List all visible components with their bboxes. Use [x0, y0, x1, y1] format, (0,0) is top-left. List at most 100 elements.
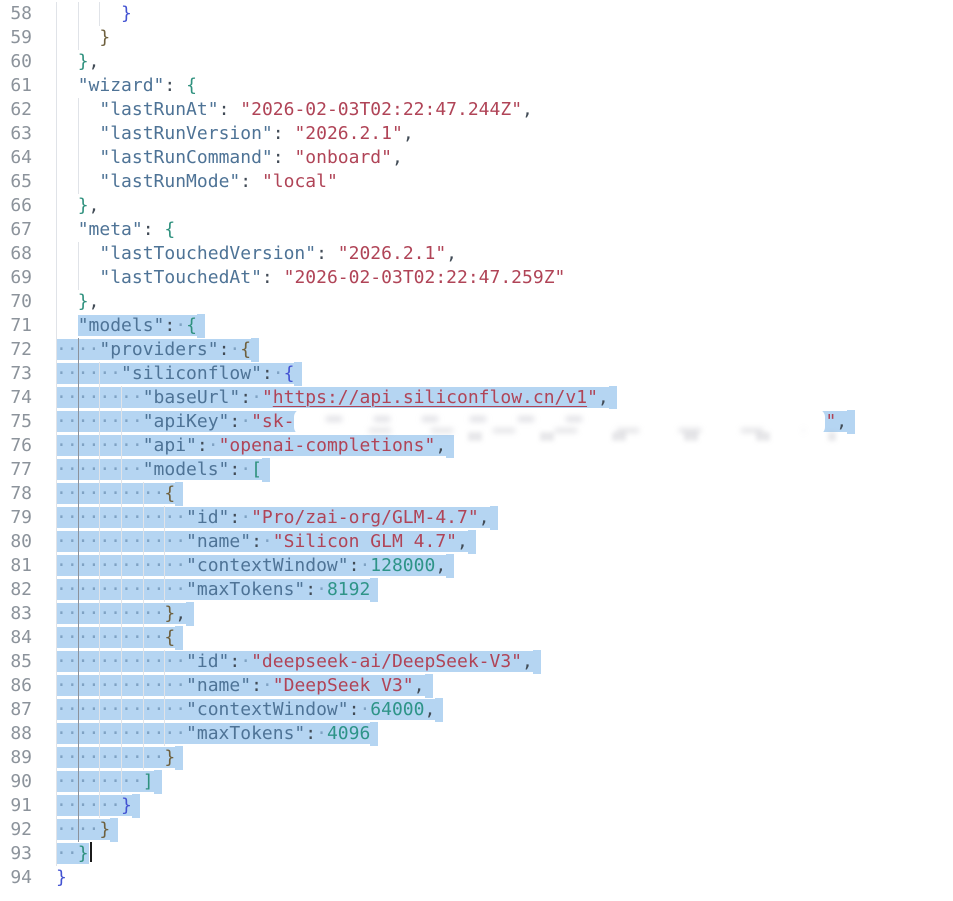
- code-line[interactable]: 81············"contextWindow":·128000,: [0, 554, 953, 578]
- code-line[interactable]: 77········"models":·[: [0, 458, 953, 482]
- code-line[interactable]: 72····"providers":·{: [0, 338, 953, 362]
- code-text[interactable]: },: [56, 194, 953, 218]
- code-text[interactable]: ············"id":·"deepseek-ai/DeepSeek-…: [56, 650, 953, 674]
- code-line[interactable]: 70 },: [0, 290, 953, 314]
- code-line[interactable]: 86 ············"name":·"DeepSeek V3",: [0, 674, 953, 698]
- code-line[interactable]: 76········"api":·"openai-completions",: [0, 432, 953, 458]
- selection-newline-pad: [175, 626, 184, 650]
- code-line[interactable]: 90········]: [0, 770, 953, 794]
- code-text[interactable]: ············"contextWindow":·128000,: [56, 554, 953, 578]
- code-text[interactable]: ··········{: [56, 626, 953, 650]
- code-line[interactable]: 64 "lastRunCommand": "onboard",: [0, 146, 953, 170]
- code-text[interactable]: "wizard": {: [56, 74, 953, 98]
- code-line[interactable]: 92····}: [0, 818, 953, 842]
- code-text[interactable]: ········"api":·"openai-completions",: [56, 432, 953, 458]
- code-line[interactable]: 59 }: [0, 26, 953, 50]
- code-text[interactable]: ··········},: [56, 602, 953, 626]
- code-line[interactable]: 62 "lastRunAt": "2026-02-03T02:22:47.244…: [0, 98, 953, 122]
- code-line[interactable]: 65 "lastRunMode": "local": [0, 170, 953, 194]
- code-line[interactable]: 74 ········"baseUrl":·"https://api.silico…: [0, 386, 953, 410]
- bracket: }: [99, 27, 111, 48]
- code-text[interactable]: ········"apiKey":·"sk-",: [56, 409, 953, 435]
- code-line[interactable]: 63 "lastRunVersion": "2026.2.1",: [0, 122, 953, 146]
- whitespace: ·: [207, 435, 219, 456]
- json-string-value: "Pro/zai-org/GLM-4.7": [251, 507, 479, 528]
- line-number: 80: [10, 531, 32, 552]
- line-number: 66: [10, 195, 32, 216]
- code-text[interactable]: "lastRunCommand": "onboard",: [56, 146, 953, 170]
- code-text[interactable]: ··········{: [56, 482, 953, 506]
- code-text[interactable]: }: [56, 2, 953, 26]
- code-text[interactable]: "lastTouchedVersion": "2026.2.1",: [56, 242, 953, 266]
- code-text[interactable]: ····}: [56, 818, 953, 842]
- code-line[interactable]: 83··········},: [0, 602, 953, 626]
- code-text[interactable]: }: [56, 26, 953, 50]
- code-line[interactable]: 75········"apiKey":·"sk-",: [0, 409, 953, 435]
- code-text[interactable]: "lastRunVersion": "2026.2.1",: [56, 122, 953, 146]
- line-content: "apiKey":·"sk-",: [142, 409, 848, 435]
- json-string-value: "2026-02-03T02:22:47.259Z": [283, 267, 566, 288]
- code-text[interactable]: },: [56, 50, 953, 74]
- code-line[interactable]: 60 },: [0, 50, 953, 74]
- code-line[interactable]: 58 }: [0, 2, 953, 26]
- code-text[interactable]: ············"contextWindow":·64000,: [56, 698, 953, 722]
- code-line[interactable]: 80 ············"name":·"Silicon GLM 4.7",: [0, 530, 953, 554]
- code-text[interactable]: "meta": {: [56, 218, 953, 242]
- code-text[interactable]: ············"id":·"Pro/zai-org/GLM-4.7",: [56, 506, 953, 530]
- json-punctuation: :: [164, 75, 176, 96]
- url-link[interactable]: https://api.siliconflow.cn/v1: [272, 387, 588, 408]
- bracket: ]: [142, 771, 154, 792]
- bracket: {: [186, 75, 197, 96]
- code-line[interactable]: 85············"id":·"deepseek-ai/DeepSee…: [0, 650, 953, 674]
- indent-whitespace: ············: [56, 675, 187, 696]
- code-line[interactable]: 78··········{: [0, 482, 953, 506]
- code-text[interactable]: ········"baseUrl":·"https://api.siliconf…: [56, 386, 953, 410]
- line-number: 74: [10, 387, 32, 408]
- code-line[interactable]: 88············"maxTokens":·4096: [0, 722, 953, 746]
- bracket: }: [77, 51, 89, 72]
- code-line[interactable]: 93··}: [0, 842, 953, 866]
- indent-whitespace: ············: [56, 531, 187, 552]
- code-line[interactable]: 73······"siliconflow":·{: [0, 362, 953, 386]
- json-key: "baseUrl": [142, 387, 241, 408]
- code-line[interactable]: 68 "lastTouchedVersion": "2026.2.1",: [0, 242, 953, 266]
- code-line[interactable]: 84··········{: [0, 626, 953, 650]
- whitespace: [175, 75, 186, 96]
- code-text[interactable]: ············"maxTokens":·8192: [56, 578, 953, 602]
- code-text[interactable]: "lastRunMode": "local": [56, 170, 953, 194]
- code-line[interactable]: 94}: [0, 866, 953, 890]
- code-line[interactable]: 71 "models":·{: [0, 314, 953, 338]
- code-line[interactable]: 61 "wizard": {: [0, 74, 953, 98]
- code-text[interactable]: ······}: [56, 794, 953, 818]
- code-text[interactable]: "lastTouchedAt": "2026-02-03T02:22:47.25…: [56, 266, 953, 290]
- whitespace: ·: [359, 555, 371, 576]
- json-key: "meta": [77, 219, 143, 240]
- code-text[interactable]: ····"providers":·{: [56, 338, 953, 362]
- code-text[interactable]: ······"siliconflow":·{: [56, 362, 953, 386]
- code-line[interactable]: 91······}: [0, 794, 953, 818]
- code-text[interactable]: ············"maxTokens":·4096: [56, 722, 953, 746]
- code-text[interactable]: ············"name":·"Silicon GLM 4.7",: [56, 530, 953, 554]
- code-line[interactable]: 69 "lastTouchedAt": "2026-02-03T02:22:47…: [0, 266, 953, 290]
- code-text[interactable]: },: [56, 290, 953, 314]
- code-text[interactable]: ········]: [56, 770, 953, 794]
- code-line[interactable]: 87············"contextWindow":·64000,: [0, 698, 953, 722]
- code-text[interactable]: ········"models":·[: [56, 458, 953, 482]
- code-text[interactable]: "models":·{: [56, 314, 953, 338]
- json-key: "models": [142, 459, 230, 480]
- code-line[interactable]: 89··········}: [0, 746, 953, 770]
- code-text[interactable]: }: [56, 866, 953, 890]
- code-line[interactable]: 66 },: [0, 194, 953, 218]
- line-number: 86: [10, 675, 32, 696]
- code-line[interactable]: 67 "meta": {: [0, 218, 953, 242]
- code-text[interactable]: "lastRunAt": "2026-02-03T02:22:47.244Z",: [56, 98, 953, 122]
- indent-whitespace: ··: [56, 843, 78, 864]
- code-text[interactable]: ··}: [56, 842, 953, 866]
- line-content: "name":·"Silicon GLM 4.7",: [186, 531, 468, 552]
- code-text[interactable]: ············"name":·"DeepSeek V3",: [56, 674, 953, 698]
- code-line[interactable]: 79············"id":·"Pro/zai-org/GLM-4.7…: [0, 506, 953, 530]
- code-text[interactable]: ··········}: [56, 746, 953, 770]
- code-line[interactable]: 82············"maxTokens":·8192: [0, 578, 953, 602]
- json-key: "providers": [99, 339, 219, 360]
